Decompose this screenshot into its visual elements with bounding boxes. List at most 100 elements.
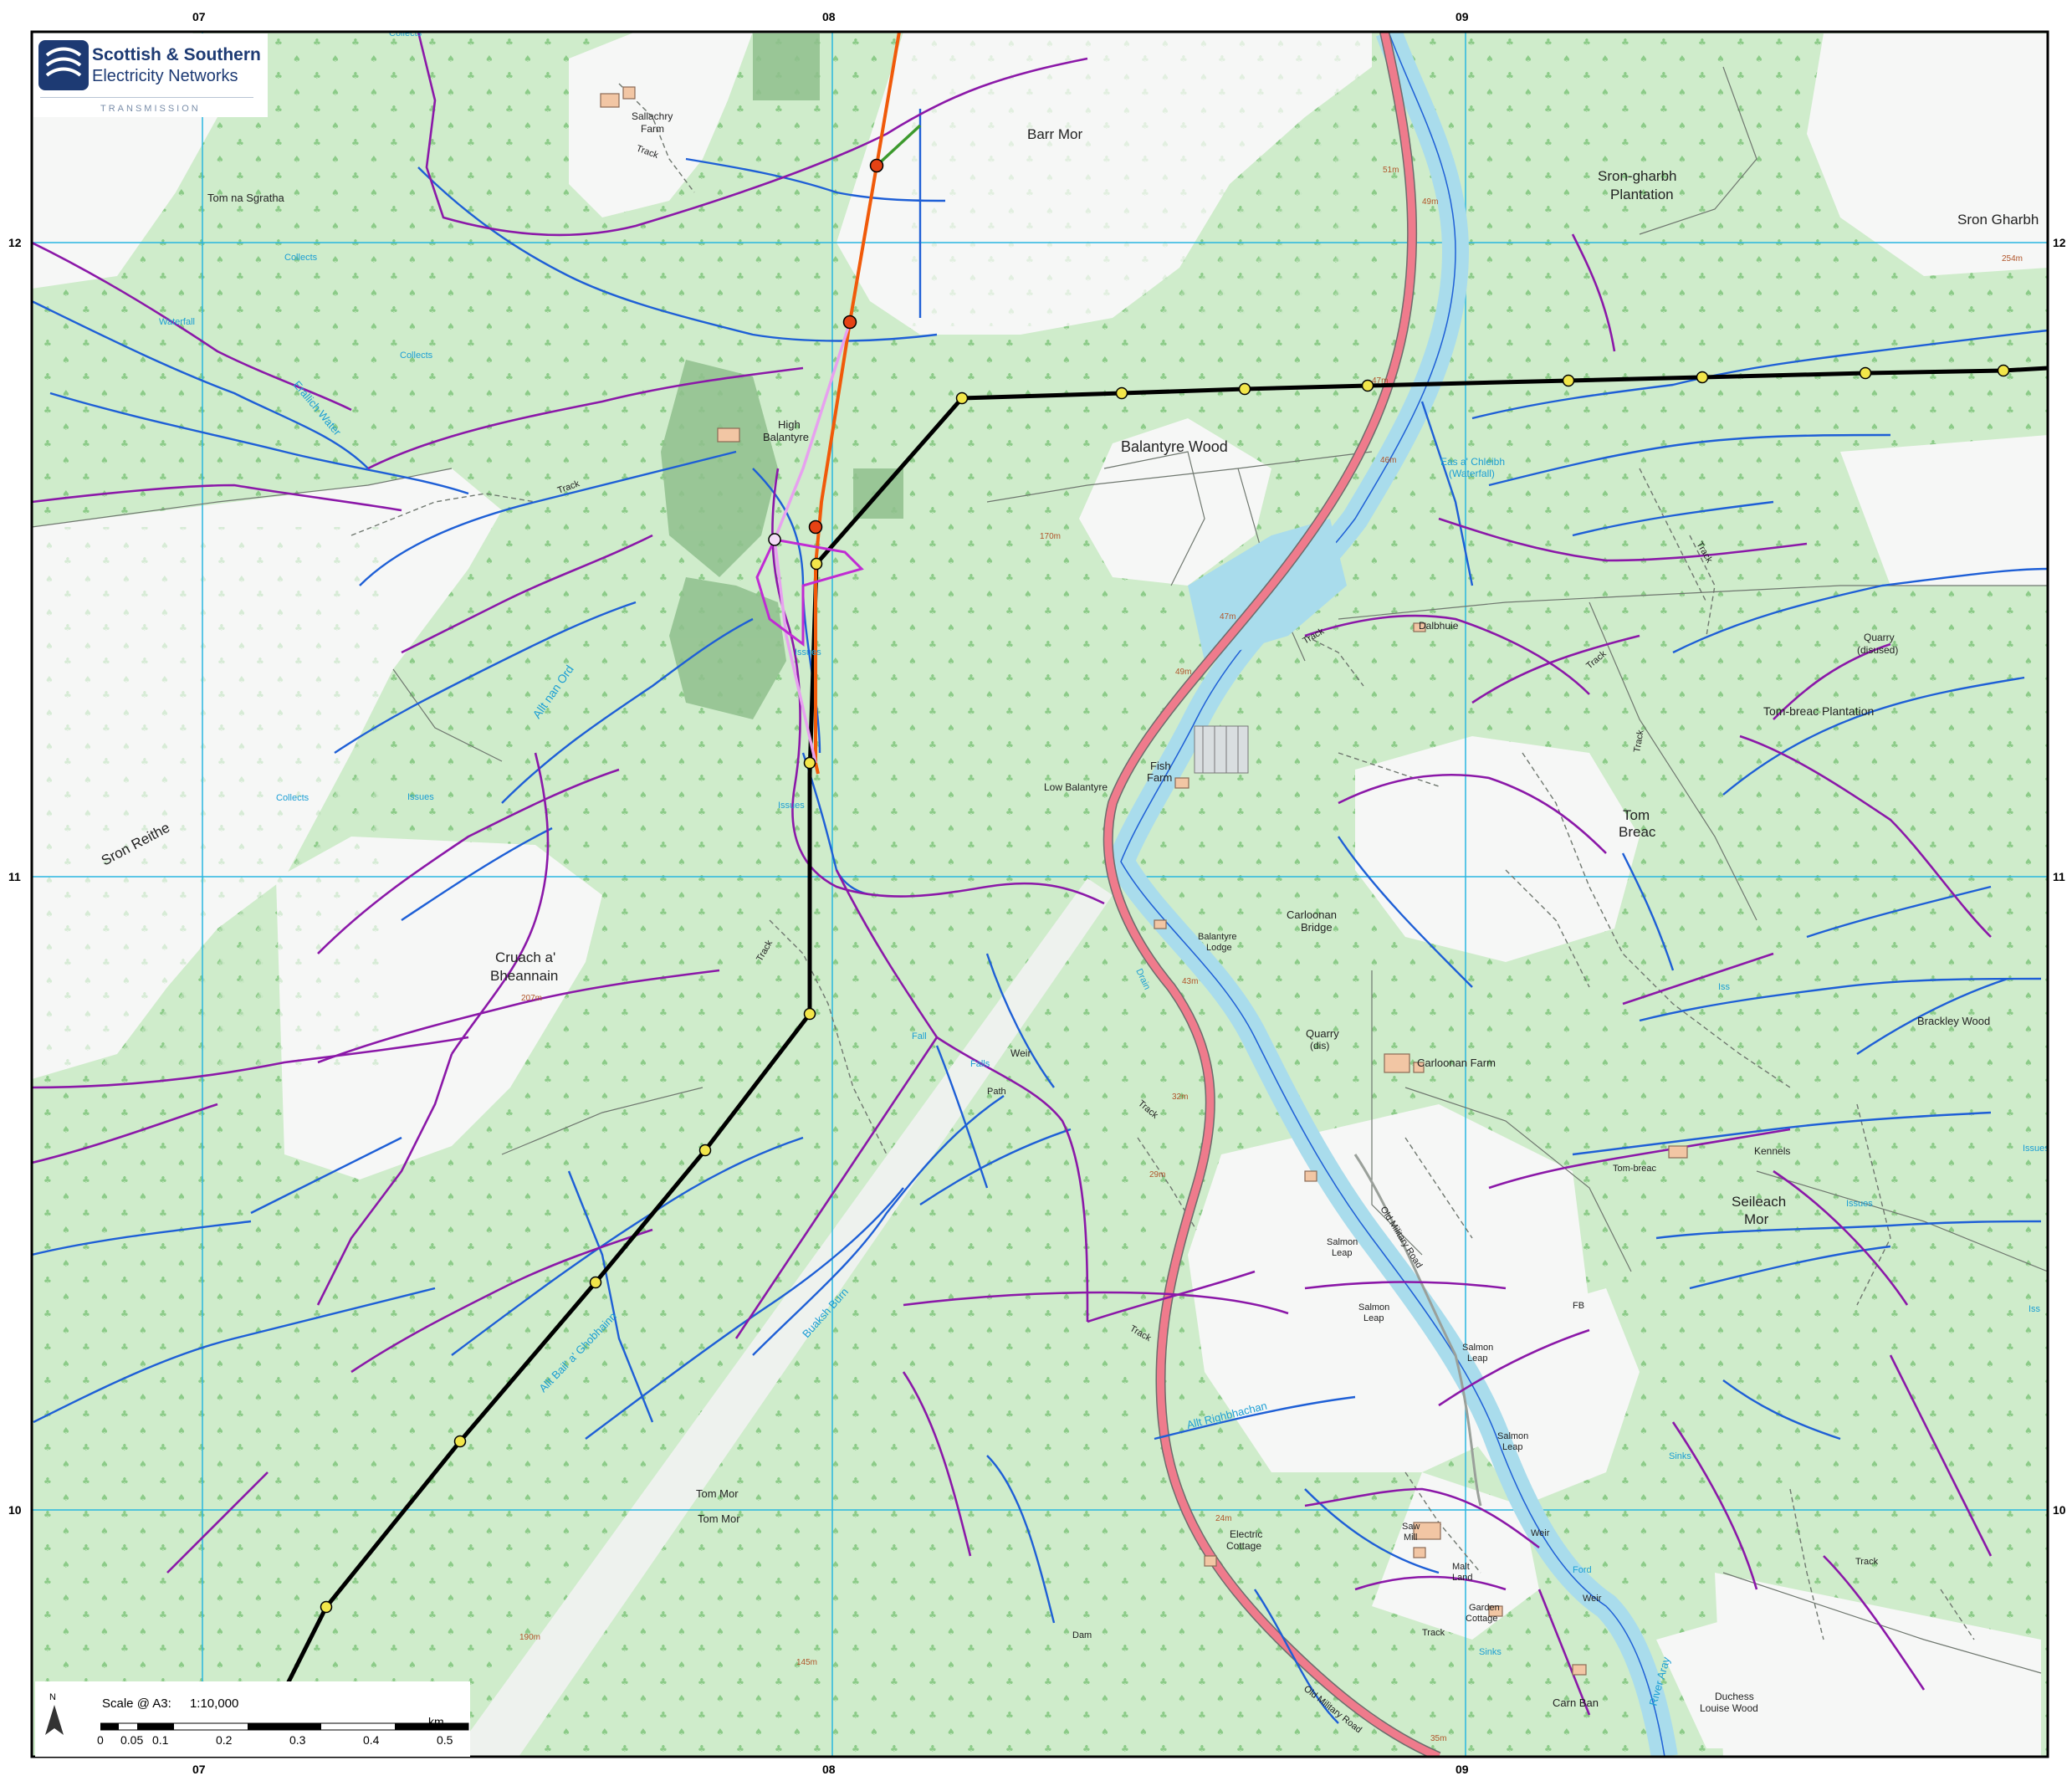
tracks bbox=[350, 83, 1975, 1640]
label-path-1: Path bbox=[987, 1087, 1006, 1097]
grid-label-bottom-08: 08 bbox=[822, 1763, 836, 1776]
logo-line-1: Scottish & Southern bbox=[92, 45, 261, 64]
label-quarry-dis-2: (dis) bbox=[1310, 1040, 1329, 1052]
grid-label-right-12: 12 bbox=[2053, 236, 2066, 249]
label-waterfall: Waterfall bbox=[159, 317, 195, 327]
logo-line-2: Electricity Networks bbox=[92, 67, 238, 85]
label-weir-1: Weir bbox=[1010, 1047, 1031, 1059]
label-balantyre-lodge-1: Balantyre bbox=[1198, 932, 1236, 942]
height-35: 35m bbox=[1430, 1734, 1446, 1743]
label-eas-1: Eas a' Chleibh bbox=[1440, 456, 1505, 468]
label-balantyre-lodge-2: Lodge bbox=[1206, 943, 1232, 953]
scale-tick-01: 0.1 bbox=[152, 1733, 169, 1747]
boundaries bbox=[32, 32, 1993, 1716]
label-malt-land-2: Land bbox=[1452, 1573, 1472, 1583]
label-tom-mor-1: Tom Mor bbox=[696, 1487, 739, 1500]
label-quarry-dis-1: Quarry bbox=[1306, 1027, 1339, 1040]
height-47a: 47m bbox=[1372, 376, 1388, 386]
grid-label-left-10: 10 bbox=[8, 1503, 22, 1517]
pale-corridor bbox=[452, 878, 1113, 1757]
logo-rule bbox=[40, 97, 253, 98]
label-sinks-1: Sinks bbox=[1669, 1451, 1691, 1461]
north-arrow-icon: N bbox=[45, 1692, 64, 1735]
label-falls-2: Fall bbox=[912, 1031, 927, 1041]
label-electric-cottage-1: Electric bbox=[1230, 1528, 1262, 1540]
label-collects-3: Collects bbox=[400, 351, 433, 361]
grid-label-top-07: 07 bbox=[192, 10, 206, 23]
scale-tick-04: 0.4 bbox=[363, 1733, 380, 1747]
scale-unit: km bbox=[428, 1715, 444, 1728]
height-24: 24m bbox=[1215, 1514, 1231, 1523]
label-carloonan-bridge-2: Bridge bbox=[1301, 921, 1333, 934]
height-32: 32m bbox=[1172, 1093, 1188, 1102]
label-saw-mill-1: Saw bbox=[1402, 1522, 1420, 1532]
label-cruach-2: Bheannain bbox=[490, 968, 558, 984]
height-207: 207m bbox=[521, 994, 542, 1003]
height-49a: 49m bbox=[1422, 197, 1438, 207]
label-low-balantyre: Low Balantyre bbox=[1044, 781, 1108, 793]
grid-label-left-12: 12 bbox=[8, 236, 22, 249]
height-145: 145m bbox=[796, 1658, 817, 1667]
label-brackley-wood: Brackley Wood bbox=[1917, 1015, 1990, 1027]
label-dam: Dam bbox=[1072, 1630, 1092, 1640]
label-salmon-leap-b2: Leap bbox=[1363, 1313, 1384, 1323]
label-duchess-2: Louise Wood bbox=[1700, 1702, 1758, 1714]
height-46: 46m bbox=[1380, 456, 1396, 465]
scale-box: N Scale @ A3: 1:10,000 0 0.05 0.1 0.2 0.… bbox=[35, 1681, 470, 1757]
label-issues-3: Issues bbox=[778, 801, 805, 811]
map-frame bbox=[30, 30, 2049, 1758]
label-issues-4: Issues bbox=[1846, 1199, 1873, 1209]
scale-tick-02: 0.2 bbox=[216, 1733, 233, 1747]
label-sallachry-farm: Farm bbox=[641, 123, 664, 135]
label-fish-farm-2: Farm bbox=[1147, 771, 1172, 784]
label-collects-4: Collects bbox=[276, 793, 310, 803]
grid-label-right-10: 10 bbox=[2053, 1503, 2066, 1517]
label-salmon-leap-d2: Leap bbox=[1502, 1442, 1522, 1452]
buildings bbox=[600, 86, 1688, 1676]
logo-line-3: TRANSMISSION bbox=[100, 104, 201, 114]
label-electric-cottage-2: Cottage bbox=[1226, 1540, 1261, 1552]
label-kennels: Kennels bbox=[1754, 1145, 1790, 1157]
label-salmon-leap-b1: Salmon bbox=[1358, 1302, 1389, 1313]
height-47b: 47m bbox=[1220, 612, 1236, 622]
label-carloonan-farm: Carloonan Farm bbox=[1417, 1057, 1496, 1069]
label-quarry-2: (disused) bbox=[1857, 644, 1898, 656]
grid-label-bottom-07: 07 bbox=[192, 1763, 206, 1776]
label-saw-mill-2: Mill bbox=[1404, 1533, 1418, 1543]
grid-label-bottom-09: 09 bbox=[1456, 1763, 1469, 1776]
height-29: 29m bbox=[1149, 1170, 1165, 1180]
height-49b: 49m bbox=[1175, 668, 1191, 677]
label-collects-1: Collects bbox=[389, 28, 422, 38]
label-barr-mor: Barr Mor bbox=[1027, 126, 1082, 142]
fish-farm-pens bbox=[1194, 725, 1249, 774]
route-magenta-spur bbox=[755, 538, 864, 647]
label-balantyre-wood: Balantyre Wood bbox=[1121, 438, 1228, 455]
label-track-6: Track bbox=[1632, 729, 1646, 753]
label-high-balantyre-2: Balantyre bbox=[763, 431, 809, 443]
label-quarry-1: Quarry bbox=[1864, 632, 1895, 643]
label-sron-gharbh-2: Plantation bbox=[1610, 187, 1674, 202]
scale-ratio: 1:10,000 bbox=[189, 1696, 239, 1711]
scale-label: Scale @ A3: 1:10,000 bbox=[102, 1696, 238, 1711]
label-salmon-leap-a2: Leap bbox=[1332, 1248, 1352, 1258]
sse-logo-mark bbox=[38, 40, 89, 90]
label-issues-5: Issues bbox=[2023, 1144, 2049, 1154]
grid-label-top-08: 08 bbox=[822, 10, 836, 23]
scale-bar bbox=[100, 1722, 469, 1731]
scale-label-text: Scale @ A3: bbox=[102, 1696, 171, 1711]
label-ford: Ford bbox=[1573, 1565, 1592, 1575]
label-issues-1: Issues bbox=[795, 647, 821, 658]
label-sron-gharbh-1: Sron-gharbh bbox=[1598, 168, 1677, 184]
label-salmon-leap-a1: Salmon bbox=[1327, 1237, 1358, 1247]
route-green-line bbox=[875, 124, 922, 167]
label-fb: FB bbox=[1573, 1301, 1584, 1311]
open-land-areas bbox=[32, 32, 2048, 1757]
spot-heights: 51m 49m 46m 47m 47m 49m 254m 170m 207m 4… bbox=[519, 166, 2023, 1743]
label-garden-cottage-2: Cottage bbox=[1466, 1614, 1498, 1624]
minor-road bbox=[1353, 1154, 1482, 1507]
label-tom-na-sgratha: Tom na Sgratha bbox=[207, 192, 285, 204]
sse-logo: Scottish & Southern Electricity Networks… bbox=[33, 33, 268, 117]
label-falls-1: Falls bbox=[970, 1059, 990, 1069]
label-sinks-2: Sinks bbox=[1479, 1647, 1502, 1657]
pylon-markers bbox=[320, 158, 2010, 1614]
